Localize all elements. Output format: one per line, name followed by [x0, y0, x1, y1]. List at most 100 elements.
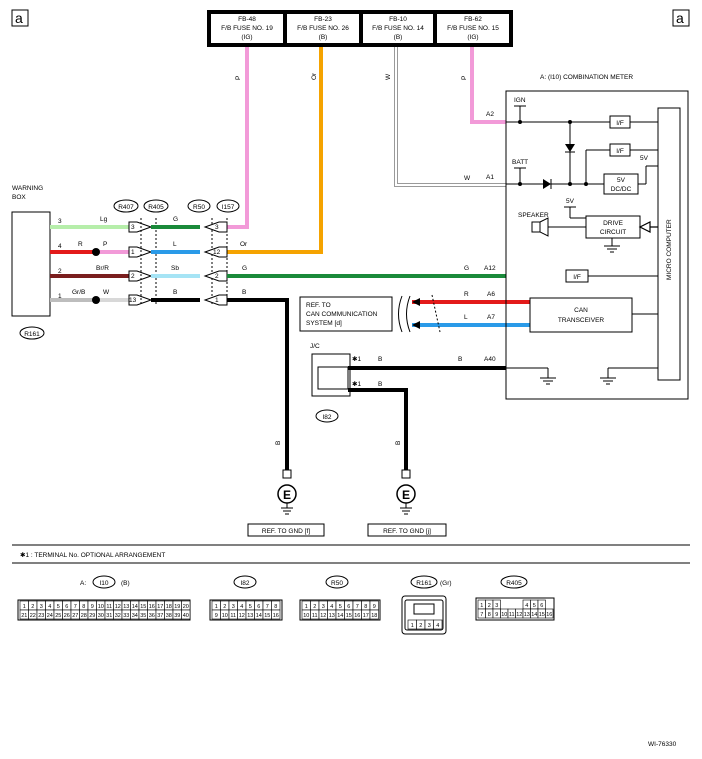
i82-pin-number: 7 [266, 604, 269, 610]
r161-pin-number: 2 [419, 623, 422, 629]
pin-13a: 13 [129, 297, 137, 304]
connector-i157-badge [216, 199, 240, 213]
label-sb-mid: Sb [171, 265, 179, 272]
r405-pin-number: 12 [516, 612, 522, 618]
r405-pin-number: 4 [525, 603, 528, 609]
label-p: P [103, 241, 107, 248]
speaker-icon [531, 221, 541, 233]
if-label-2: I/F [616, 148, 624, 155]
if-label-1: I/F [616, 120, 624, 127]
connector-r405-badge [143, 199, 169, 213]
i82-pin-number: 4 [240, 604, 243, 610]
corner-box-right [672, 9, 690, 27]
i10-pin-number: 14 [132, 604, 138, 610]
svg-text:(B): (B) [121, 580, 130, 587]
label-b-jc1: B [378, 356, 382, 363]
connector-r50-label: R50 [193, 204, 205, 211]
r161-pin-number: 3 [428, 623, 431, 629]
wire-b-ground-2 [348, 388, 408, 474]
fuse-2-line: F/B FUSE NO. 26 [297, 25, 349, 32]
ref-gnd-j: REF. TO GND [j] [383, 528, 431, 535]
i10-pin-number: 9 [91, 604, 94, 610]
fivev-label-1: 5V [640, 155, 649, 162]
jc-box [311, 353, 351, 397]
r405-pin-number: 15 [539, 612, 545, 618]
i10-pin-number: 38 [166, 613, 172, 619]
wb-pin-2: 2 [58, 268, 62, 275]
i10-pin-number: 15 [140, 604, 146, 610]
i10-pin-number: 34 [132, 613, 138, 619]
pin-1a: 1 [131, 249, 135, 256]
ref-can-l1: REF. TO [306, 302, 331, 309]
i10-pin-number: 32 [115, 613, 121, 619]
ref-gnd-j-box [367, 523, 447, 537]
i10-pin-number: 31 [106, 613, 112, 619]
fuse-1-id: FB-48 [238, 16, 256, 23]
i82-pin-number: 14 [256, 613, 262, 619]
label-lg: Lg [100, 216, 108, 223]
svg-text:A:: A: [80, 580, 86, 587]
r50-pin-number: 12 [320, 613, 326, 619]
meter-title: A: (I10) COMBINATION METER [540, 74, 633, 81]
term-a12: A12 [484, 265, 496, 272]
i82-pin-number: 8 [274, 604, 277, 610]
r50-pin-number: 5 [339, 604, 342, 610]
i10-pin-number: 26 [64, 613, 70, 619]
can-transceiver-box [529, 297, 633, 333]
footnote: ✱1 : TERMINAL No. OPTIONAL ARRANGEMENT [20, 551, 165, 559]
label-can-l: L [464, 314, 468, 321]
r405-pin-number: 2 [488, 603, 491, 609]
r405-pin-number: 7 [480, 612, 483, 618]
i10-pin-number: 8 [82, 604, 85, 610]
i10-pin-number: 13 [123, 604, 129, 610]
fuse-3-sub: (B) [394, 34, 403, 41]
svg-text:R161: R161 [416, 580, 432, 587]
if-box-1 [609, 115, 631, 129]
micro-computer-box [657, 107, 681, 381]
combination-meter-box [505, 90, 689, 400]
corner-label-left: a [15, 10, 23, 26]
drive-label-2: CIRCUIT [600, 229, 626, 236]
fuse-3-id: FB-10 [389, 16, 407, 23]
ground-symbol-1: E [283, 488, 291, 502]
micro-label: MICRO COMPUTER [666, 219, 673, 280]
ref-can-l3: SYSTEM [d] [306, 320, 342, 327]
label-b-down2: B [395, 441, 402, 445]
i10-pin-number: 35 [140, 613, 146, 619]
r50-pin-number: 17 [363, 613, 369, 619]
r50-pin-number: 4 [330, 604, 333, 610]
connector-i82-badge [315, 409, 339, 423]
fuse-1-line: F/B FUSE NO. 19 [221, 25, 273, 32]
r50-pin-number: 6 [347, 604, 350, 610]
wire-label-p2: P [461, 76, 468, 80]
drive-label-1: DRIVE [603, 220, 624, 227]
connector-r161-badge [19, 326, 45, 340]
svg-text:R405: R405 [506, 580, 522, 587]
r50-pin-number: 3 [322, 604, 325, 610]
r50-pin-number: 16 [354, 613, 360, 619]
ref-gnd-f-box [247, 523, 325, 537]
warning-box-title-2: BOX [12, 194, 26, 201]
r50-pin-cell [369, 609, 379, 620]
term-a7: A7 [487, 314, 495, 321]
svg-text:(Gr): (Gr) [440, 580, 452, 587]
i10-pin-number: 18 [166, 604, 172, 610]
i82-pin-number: 15 [264, 613, 270, 619]
i10-pin-number: 20 [183, 604, 189, 610]
r50-pin-number: 11 [312, 613, 318, 619]
r405-pin-cell [545, 608, 554, 619]
fuse-block: FB-48 F/B FUSE NO. 19 (IG) FB-23 F/B FUS… [207, 10, 513, 47]
i10-pin-number: 28 [81, 613, 87, 619]
batt-label: BATT [512, 159, 528, 166]
i82-pin-number: 1 [215, 604, 218, 610]
i82-pin-number: 12 [239, 613, 245, 619]
r405-pin-number: 5 [533, 603, 536, 609]
i10-pin-number: 4 [48, 604, 51, 610]
i82-pin-cell [271, 609, 281, 620]
r405-pin-number: 1 [480, 603, 483, 609]
i10-pin-number: 22 [30, 613, 36, 619]
pin-12b: 12 [213, 249, 221, 256]
i82-pin-number: 13 [247, 613, 253, 619]
warning-box-title-1: WARNING [12, 185, 43, 192]
